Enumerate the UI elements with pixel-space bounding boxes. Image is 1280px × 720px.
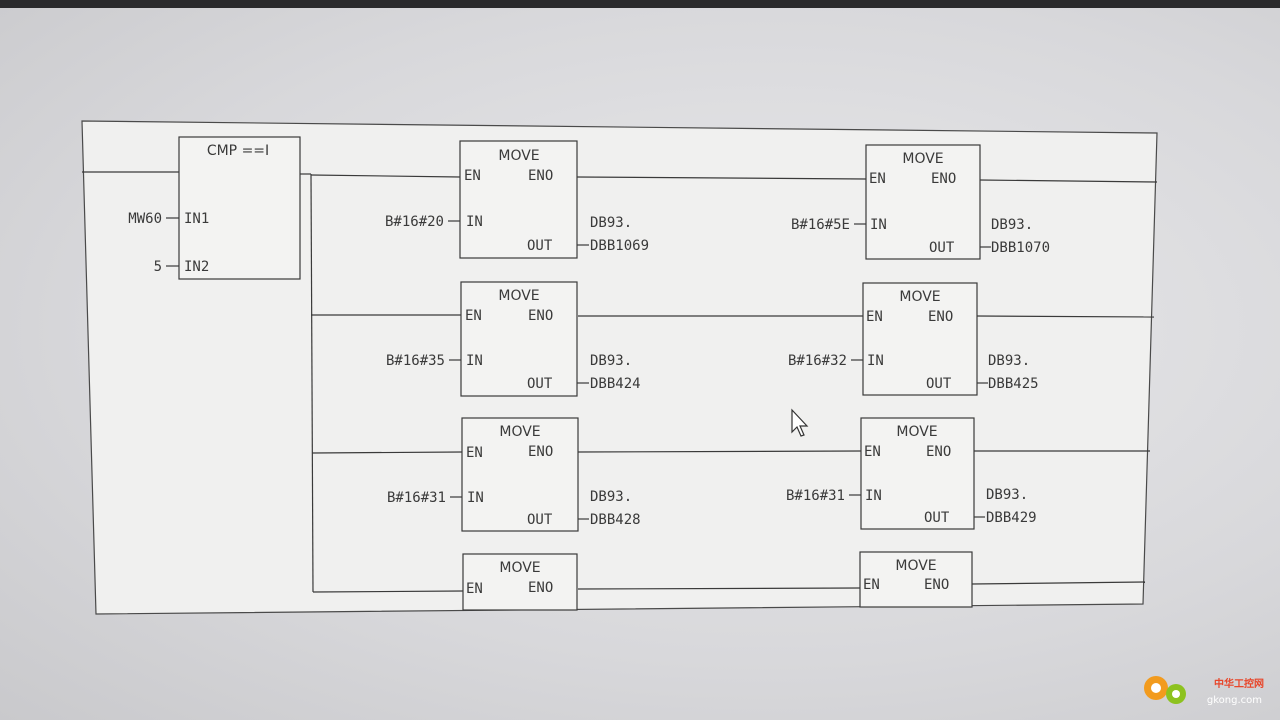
eno-label: ENO: [924, 577, 949, 593]
eno-label: ENO: [528, 444, 553, 460]
en-label: EN: [466, 581, 483, 597]
out-label: OUT: [527, 238, 553, 254]
eno-label: ENO: [931, 171, 956, 187]
out-label: OUT: [527, 512, 553, 528]
move-title: MOVE: [499, 424, 540, 440]
in-label: IN: [467, 490, 484, 506]
move-title: MOVE: [902, 151, 943, 167]
move-title: MOVE: [899, 289, 940, 305]
move-title: MOVE: [896, 424, 937, 440]
out-label: OUT: [527, 376, 553, 392]
in-label: IN: [865, 488, 882, 504]
out-label: OUT: [926, 376, 952, 392]
in-label: IN: [466, 214, 483, 230]
move-r3-left-out-operand[interactable]: DBB428: [590, 512, 641, 528]
eno-label: ENO: [528, 308, 553, 324]
move-title: MOVE: [499, 560, 540, 576]
en-label: EN: [866, 309, 883, 325]
move-block-r1-right[interactable]: MOVE EN ENO IN OUT: [865, 144, 981, 260]
compare-in1-label: IN1: [184, 211, 209, 227]
en-label: EN: [465, 308, 482, 324]
en-label: EN: [466, 445, 483, 461]
move-r1-left-in-operand[interactable]: B#16#20: [385, 214, 444, 230]
move-r2-left-in-operand[interactable]: B#16#35: [386, 353, 445, 369]
eno-label: ENO: [528, 580, 553, 596]
move-block-r3-left[interactable]: MOVE EN ENO IN OUT: [461, 417, 579, 532]
db-prefix: DB93.: [590, 489, 632, 505]
watermark-site: gkong.com: [1206, 695, 1262, 706]
en-label: EN: [869, 171, 886, 187]
mouse-cursor-icon: [791, 408, 809, 437]
move-r2-right-out-operand[interactable]: DBB425: [988, 376, 1039, 392]
eno-label: ENO: [528, 168, 553, 184]
move-title: MOVE: [895, 558, 936, 574]
in-label: IN: [867, 353, 884, 369]
compare-in2-operand[interactable]: 5: [154, 259, 162, 275]
move-title: MOVE: [498, 288, 539, 304]
move-block-r4-right[interactable]: MOVE EN ENO: [859, 551, 973, 608]
compare-in1-operand[interactable]: MW60: [128, 211, 162, 227]
db-prefix: DB93.: [590, 353, 632, 369]
gkong-logo-icon: [1144, 676, 1186, 704]
en-label: EN: [863, 577, 880, 593]
move-r3-left-in-operand[interactable]: B#16#31: [387, 490, 446, 506]
eno-label: ENO: [926, 444, 951, 460]
move-r2-right-in-operand[interactable]: B#16#32: [788, 353, 847, 369]
db-prefix: DB93.: [986, 487, 1028, 503]
move-title: MOVE: [498, 148, 539, 164]
move-r3-right-out-operand[interactable]: DBB429: [986, 510, 1037, 526]
en-label: EN: [864, 444, 881, 460]
en-label: EN: [464, 168, 481, 184]
out-label: OUT: [924, 510, 950, 526]
move-block-r3-right[interactable]: MOVE EN ENO IN OUT: [860, 417, 975, 530]
compare-block[interactable]: CMP ==I IN1 IN2 MW60 5: [128, 136, 301, 280]
watermark-text: 中华工控网: [1214, 679, 1264, 690]
move-r1-right-in-operand[interactable]: B#16#5E: [791, 217, 850, 233]
in-label: IN: [870, 217, 887, 233]
in-label: IN: [466, 353, 483, 369]
move-r1-left-out-operand[interactable]: DBB1069: [590, 238, 649, 254]
eno-label: ENO: [928, 309, 953, 325]
db-prefix: DB93.: [991, 217, 1033, 233]
move-r2-left-out-operand[interactable]: DBB424: [590, 376, 641, 392]
compare-in2-label: IN2: [184, 259, 209, 275]
branch-rail: [310, 173, 314, 593]
compare-title: CMP ==I: [207, 143, 269, 159]
move-block-r1-left[interactable]: MOVE EN ENO IN OUT: [459, 140, 578, 259]
db-prefix: DB93.: [590, 215, 632, 231]
out-label: OUT: [929, 240, 955, 256]
move-block-r2-right[interactable]: MOVE EN ENO IN OUT: [862, 282, 978, 396]
move-block-r4-left[interactable]: MOVE EN ENO: [462, 553, 578, 611]
move-r1-right-out-operand[interactable]: DBB1070: [991, 240, 1050, 256]
db-prefix: DB93.: [988, 353, 1030, 369]
move-block-r2-left[interactable]: MOVE EN ENO IN OUT: [460, 281, 578, 397]
move-r3-right-in-operand[interactable]: B#16#31: [786, 488, 845, 504]
